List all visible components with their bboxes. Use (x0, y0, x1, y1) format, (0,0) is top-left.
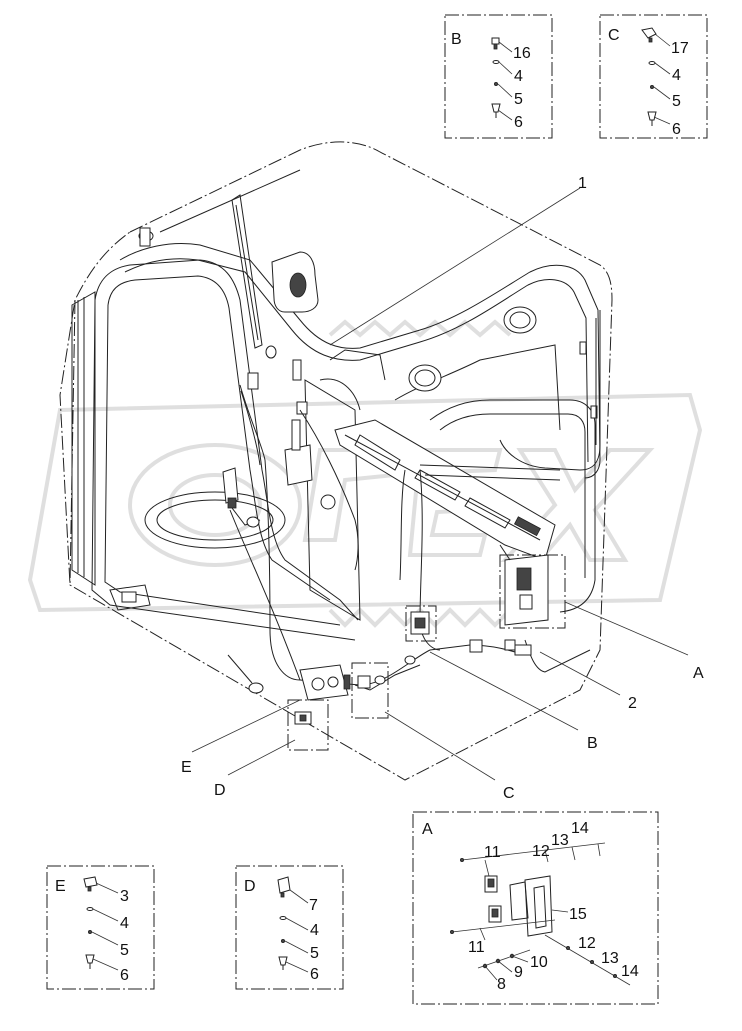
callout-leaders (191, 187, 689, 781)
detail-b-item-3: 5 (514, 91, 523, 108)
detail-a-bottom-13: 13 (601, 950, 619, 967)
detail-d-item-3: 5 (310, 945, 319, 962)
callout-e: E (181, 759, 192, 776)
detail-e-item-4: 6 (120, 967, 129, 984)
detail-c-item-4: 6 (672, 121, 681, 138)
detail-b-item-4: 6 (514, 114, 523, 131)
detail-e-item-1: 3 (120, 888, 129, 905)
detail-d-letter: D (244, 878, 256, 895)
callout-a: A (693, 665, 704, 682)
detail-a-bottom-14: 14 (621, 963, 639, 980)
detail-e-item-3: 5 (120, 942, 129, 959)
callout-c: C (503, 785, 515, 802)
wiring-harness (227, 310, 601, 701)
fastener-d-stack (277, 876, 291, 970)
callout-labels: 1 2 A B C D E (181, 175, 704, 802)
fastener-b-stack (491, 37, 501, 118)
callout-1: 1 (578, 175, 587, 192)
detail-e-item-2: 4 (120, 915, 129, 932)
detail-a-bottom-12: 12 (578, 935, 596, 952)
detail-d-item-1: 7 (309, 897, 318, 914)
detail-d-item-4: 6 (310, 966, 319, 983)
fastener-e-stack (83, 876, 98, 969)
fastener-c-stack (641, 27, 657, 126)
detail-a-lower-10: 10 (530, 954, 548, 971)
detail-a-top-14: 14 (571, 820, 589, 837)
callout-b: B (587, 735, 598, 752)
detail-c-item-2: 4 (672, 67, 681, 84)
detail-d-inset: D 7 4 5 6 (235, 865, 344, 990)
detail-a-lower-9: 9 (514, 964, 523, 981)
detail-a-lower-8: 8 (497, 976, 506, 993)
detail-b-item-2: 4 (514, 68, 523, 85)
detail-b-letter: B (451, 31, 462, 48)
detail-a-top-11: 11 (484, 844, 501, 861)
detail-b-inset: B 16 4 5 6 (444, 14, 553, 139)
detail-a-top-12: 12 (532, 843, 550, 860)
detail-c-inset: C 17 4 5 6 (599, 14, 708, 139)
detail-a-letter: A (422, 821, 433, 838)
detail-c-letter: C (608, 27, 620, 44)
detail-e-inset: E 3 4 5 6 (46, 865, 155, 990)
detail-region-frames (287, 554, 566, 751)
detail-a-inset: A 11 12 13 14 15 11 12 13 14 (412, 811, 659, 1005)
detail-d-item-2: 4 (310, 922, 319, 939)
detail-a-right-15: 15 (569, 906, 587, 923)
cab-frame-drawing (59, 141, 613, 781)
detail-a-bottom-left-11: 11 (468, 939, 485, 956)
detail-c-item-1: 17 (671, 40, 689, 57)
detail-a-top-13: 13 (551, 832, 569, 849)
detail-c-item-3: 5 (672, 93, 681, 110)
callout-2: 2 (628, 695, 637, 712)
detail-b-item-1: 16 (513, 45, 531, 62)
callout-d: D (214, 782, 226, 799)
detail-e-letter: E (55, 878, 66, 895)
